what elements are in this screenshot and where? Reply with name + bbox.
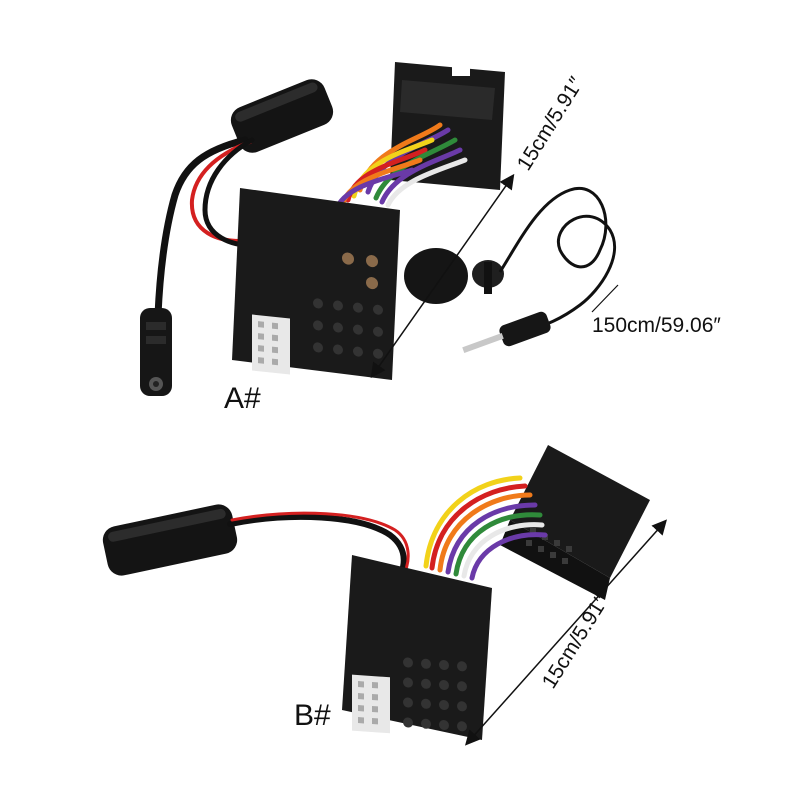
bluetooth-module-a <box>230 79 334 153</box>
female-connector-b <box>500 445 650 600</box>
dimension-arrow-a <box>370 173 515 379</box>
bluetooth-module-b <box>102 504 238 576</box>
cable-bundle-b <box>227 511 410 588</box>
male-connector-b <box>342 555 492 740</box>
dimension-arrow-b <box>465 519 667 746</box>
variant-a-group: A# 15cm/5.91″ 150cm/59.06″ <box>140 62 721 415</box>
microphone-a <box>404 248 504 304</box>
variant-a-cable-length: 15cm/5.91″ <box>513 73 589 175</box>
variant-b-label: B# <box>294 699 331 732</box>
aux-male-plug-a <box>462 311 551 354</box>
cable-bundle-a <box>154 136 265 319</box>
variant-b-group: B# 15cm/5.91″ <box>102 445 667 746</box>
mic-cable-a <box>498 186 617 332</box>
male-connector-a <box>232 188 400 380</box>
mic-length-pointer-a <box>591 284 619 313</box>
variant-b-cable-length: 15cm/5.91″ <box>538 591 614 693</box>
aux-female-jack-a <box>140 308 172 396</box>
variant-a-label: A# <box>224 382 261 415</box>
variant-a-mic-length: 150cm/59.06″ <box>592 314 721 337</box>
